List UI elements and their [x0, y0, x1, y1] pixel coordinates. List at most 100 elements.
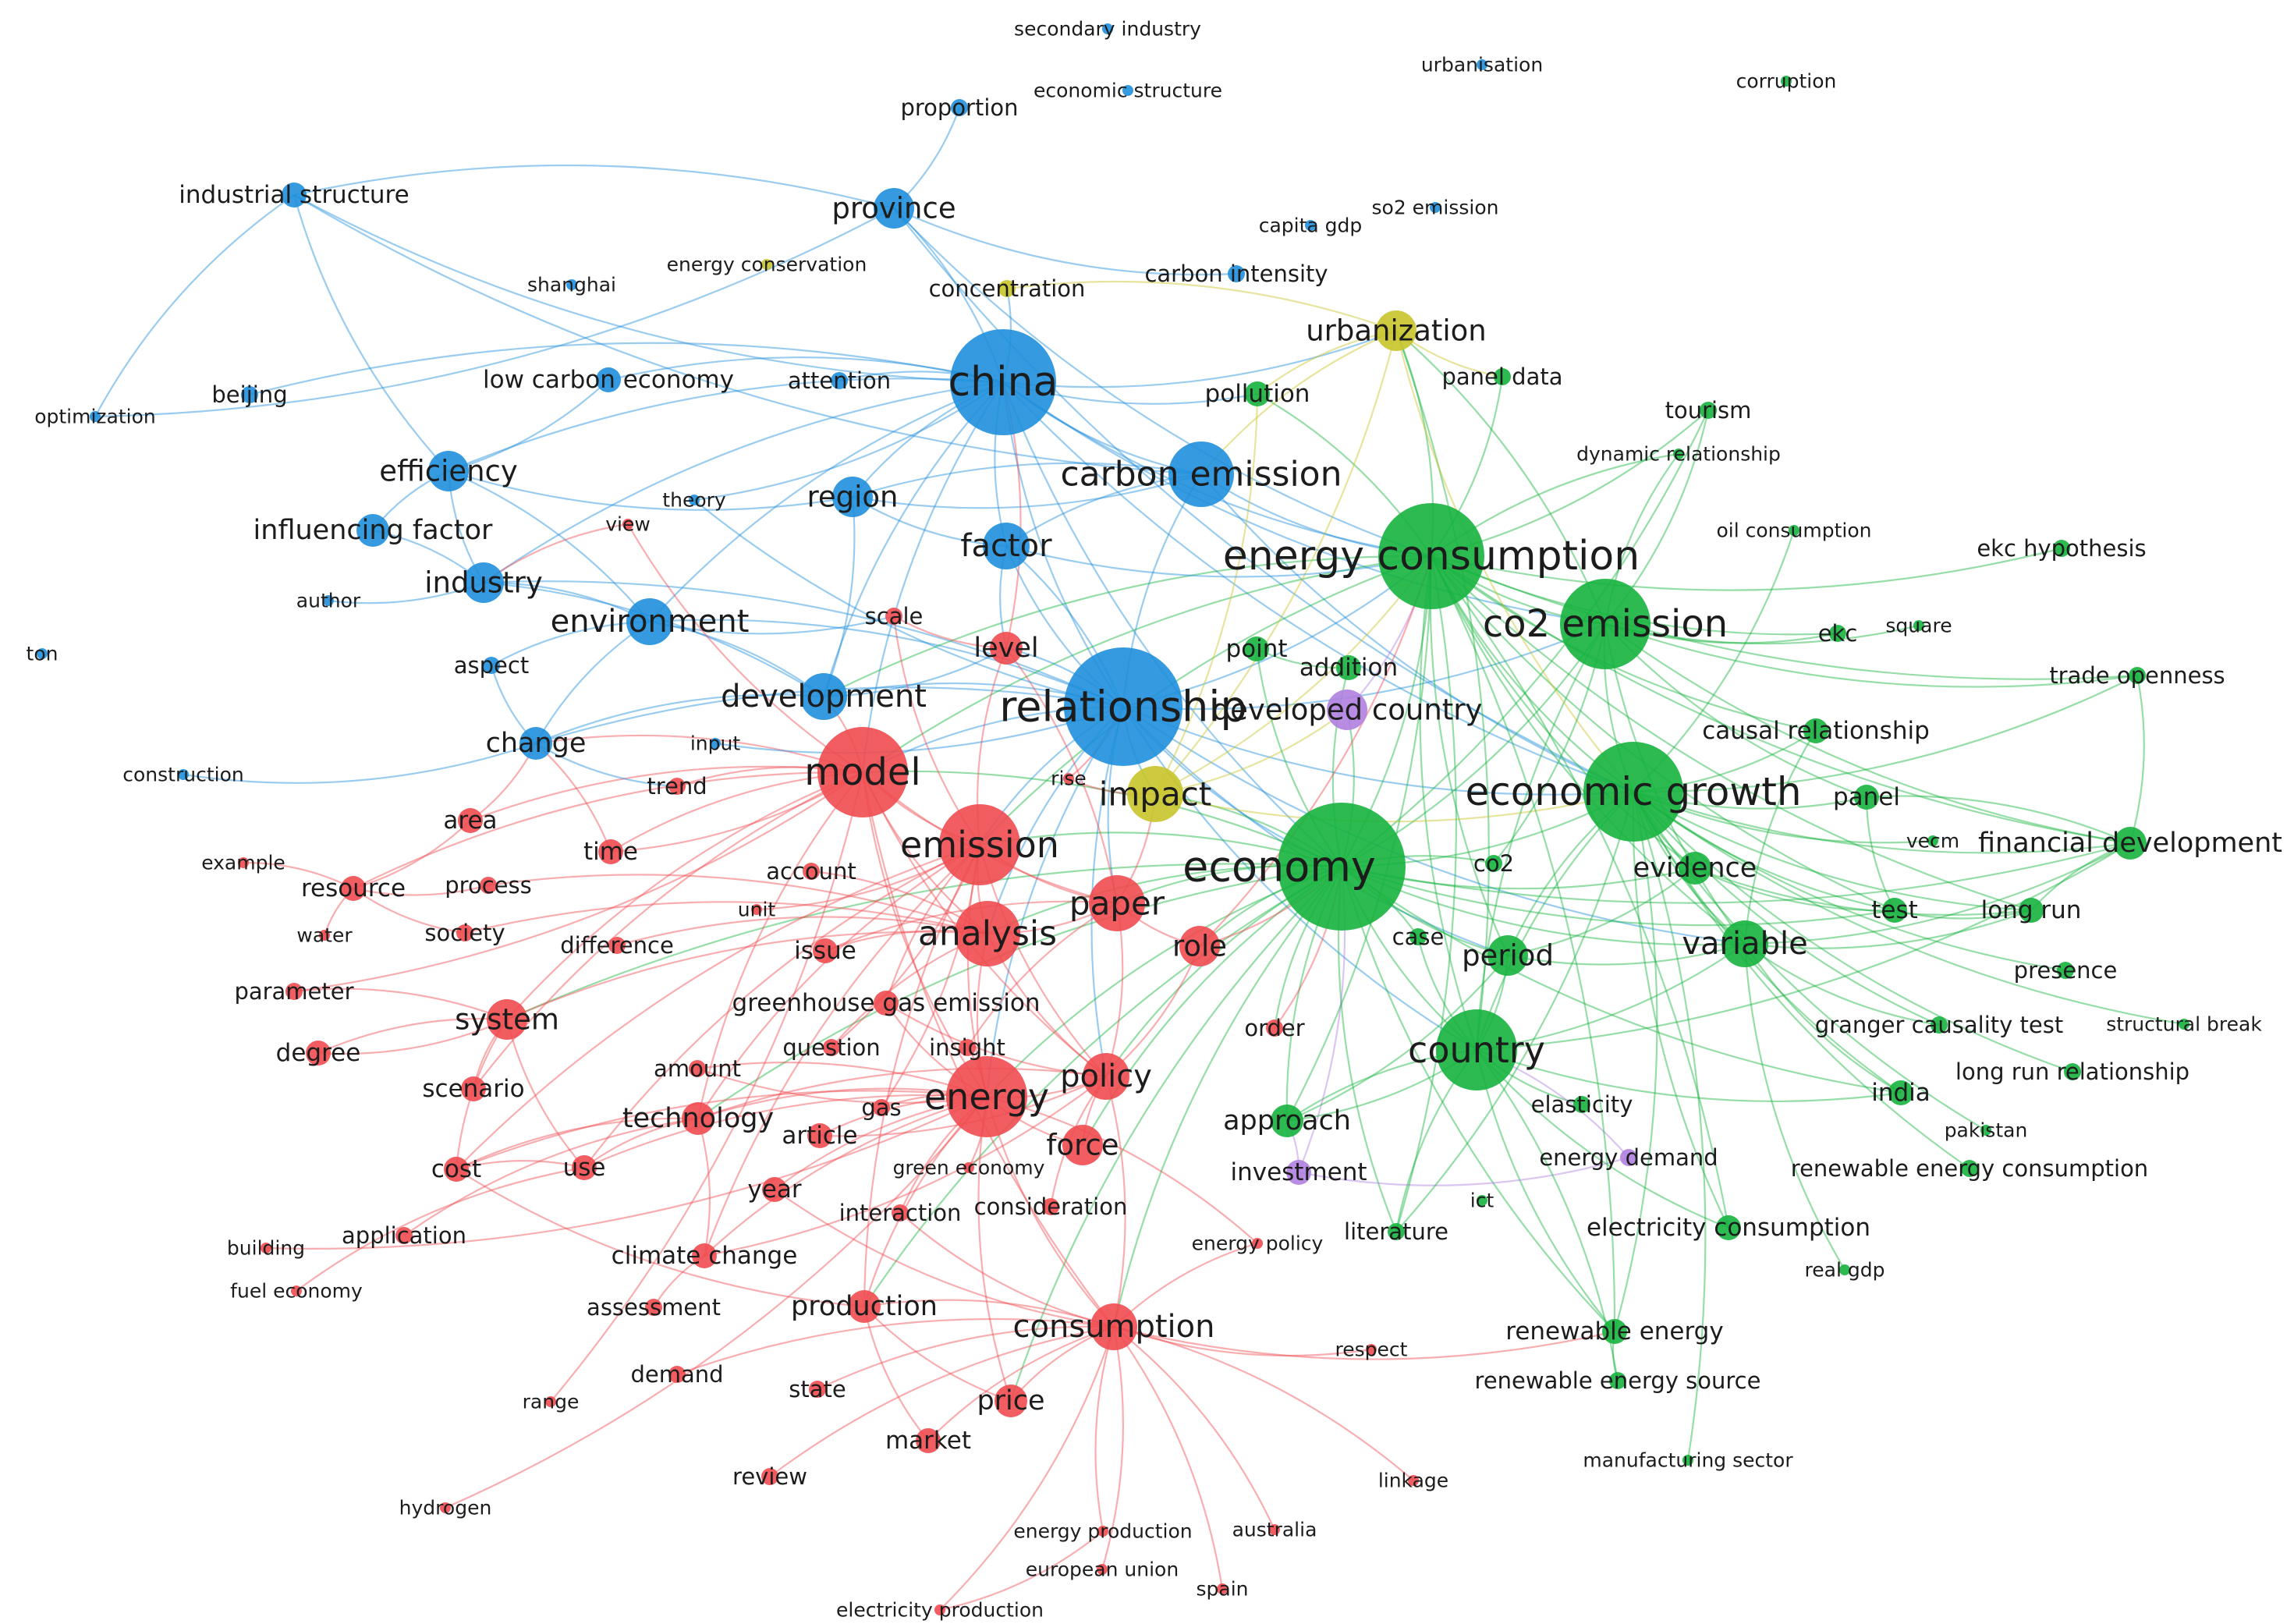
- node-input[interactable]: [710, 738, 721, 749]
- node-structural-break[interactable]: [2179, 1019, 2189, 1030]
- node-real-gdp[interactable]: [1839, 1264, 1850, 1275]
- node-author[interactable]: [323, 595, 334, 606]
- node-tourism[interactable]: [1700, 402, 1717, 419]
- node-difference[interactable]: [608, 937, 626, 954]
- node-shanghai[interactable]: [566, 279, 577, 290]
- node-period[interactable]: [1487, 935, 1528, 976]
- node-change[interactable]: [519, 727, 552, 760]
- node-time[interactable]: [598, 839, 623, 864]
- node-climate-change[interactable]: [692, 1243, 717, 1268]
- node-order[interactable]: [1266, 1019, 1283, 1037]
- node-pakistan[interactable]: [1980, 1125, 1991, 1136]
- node-greenhouse-gas-emission[interactable]: [874, 991, 899, 1016]
- node-parameter[interactable]: [285, 983, 303, 1000]
- node-china[interactable]: [950, 329, 1056, 435]
- node-co2-emission[interactable]: [1560, 579, 1650, 669]
- node-green-economy[interactable]: [963, 1162, 974, 1173]
- node-scenario[interactable]: [461, 1076, 486, 1101]
- node-addition[interactable]: [1336, 655, 1361, 680]
- node-impact[interactable]: [1127, 766, 1183, 822]
- node-co2[interactable]: [1485, 855, 1502, 872]
- node-review[interactable]: [761, 1468, 778, 1485]
- node-year[interactable]: [762, 1177, 787, 1202]
- node-variable[interactable]: [1721, 920, 1768, 967]
- node-elasticity[interactable]: [1573, 1096, 1590, 1113]
- node-energy-demand[interactable]: [1620, 1149, 1637, 1166]
- node-panel-data[interactable]: [1494, 368, 1511, 385]
- node-economic-growth[interactable]: [1583, 742, 1683, 842]
- node-state[interactable]: [809, 1381, 826, 1398]
- node-electricity-consumption[interactable]: [1716, 1215, 1741, 1240]
- node-emission[interactable]: [939, 804, 1020, 885]
- node-level[interactable]: [990, 632, 1023, 665]
- node-long-run-relationship[interactable]: [2064, 1063, 2081, 1080]
- node-unit[interactable]: [751, 904, 762, 915]
- node-energy[interactable]: [946, 1056, 1027, 1137]
- node-article[interactable]: [807, 1123, 832, 1148]
- node-vecm[interactable]: [1927, 835, 1938, 846]
- node-literature[interactable]: [1388, 1223, 1405, 1240]
- node-trend[interactable]: [668, 778, 686, 795]
- node-fuel-economy[interactable]: [291, 1285, 302, 1296]
- node-proportion[interactable]: [951, 99, 968, 116]
- node-ton[interactable]: [37, 648, 48, 659]
- node-urbanisation[interactable]: [1477, 59, 1487, 70]
- node-role[interactable]: [1179, 926, 1220, 966]
- node-cost[interactable]: [444, 1157, 469, 1182]
- node-granger-causality-test[interactable]: [1931, 1016, 1948, 1034]
- node-energy-conservation[interactable]: [761, 259, 772, 270]
- node-analysis[interactable]: [955, 901, 1020, 966]
- node-aspect[interactable]: [483, 657, 500, 674]
- node-optimization[interactable]: [90, 411, 101, 422]
- node-price[interactable]: [995, 1385, 1027, 1417]
- node-economy[interactable]: [1278, 803, 1406, 931]
- node-approach[interactable]: [1271, 1105, 1303, 1137]
- node-australia[interactable]: [1269, 1524, 1280, 1535]
- node-point[interactable]: [1244, 636, 1269, 661]
- node-respect[interactable]: [1366, 1344, 1377, 1355]
- node-assessment[interactable]: [645, 1299, 662, 1316]
- node-policy[interactable]: [1083, 1053, 1129, 1100]
- node-corruption[interactable]: [1781, 76, 1792, 87]
- node-spain[interactable]: [1217, 1583, 1228, 1594]
- node-presence[interactable]: [2057, 962, 2074, 979]
- node-environment[interactable]: [626, 598, 673, 645]
- node-developed-country[interactable]: [1327, 690, 1367, 730]
- node-issue[interactable]: [813, 938, 838, 963]
- node-square[interactable]: [1913, 620, 1924, 631]
- node-financial-development[interactable]: [2114, 827, 2147, 860]
- node-building[interactable]: [261, 1243, 271, 1253]
- node-energy-consumption[interactable]: [1378, 503, 1484, 609]
- node-force[interactable]: [1062, 1125, 1103, 1165]
- node-province[interactable]: [874, 188, 914, 229]
- node-economic-structure[interactable]: [1122, 85, 1133, 96]
- node-example[interactable]: [238, 857, 249, 868]
- node-question[interactable]: [823, 1039, 840, 1056]
- node-scale[interactable]: [885, 608, 902, 625]
- node-carbon-emission[interactable]: [1168, 441, 1234, 507]
- node-efficiency[interactable]: [428, 451, 469, 491]
- node-consideration[interactable]: [1042, 1198, 1059, 1215]
- node-resource[interactable]: [341, 876, 366, 901]
- node-amount[interactable]: [689, 1060, 706, 1077]
- node-dynamic-relationship[interactable]: [1673, 449, 1684, 459]
- node-test[interactable]: [1882, 898, 1907, 923]
- node-linkage[interactable]: [1408, 1475, 1419, 1486]
- node-manufacturing-sector[interactable]: [1682, 1455, 1693, 1466]
- node-capita-gdp[interactable]: [1305, 220, 1316, 231]
- node-range[interactable]: [545, 1396, 556, 1407]
- node-industrial-structure[interactable]: [282, 183, 307, 207]
- node-energy-policy[interactable]: [1252, 1238, 1263, 1249]
- node-beijing[interactable]: [241, 386, 258, 403]
- node-production[interactable]: [848, 1290, 881, 1323]
- node-society[interactable]: [456, 924, 473, 941]
- node-ekc[interactable]: [1829, 625, 1846, 642]
- node-paper[interactable]: [1089, 875, 1145, 931]
- node-attention[interactable]: [831, 372, 848, 389]
- node-so2-emission[interactable]: [1430, 202, 1441, 213]
- node-water[interactable]: [319, 930, 330, 941]
- node-insight[interactable]: [959, 1039, 976, 1056]
- node-market[interactable]: [916, 1428, 941, 1453]
- node-european-union[interactable]: [1097, 1564, 1108, 1575]
- node-gas[interactable]: [873, 1099, 890, 1116]
